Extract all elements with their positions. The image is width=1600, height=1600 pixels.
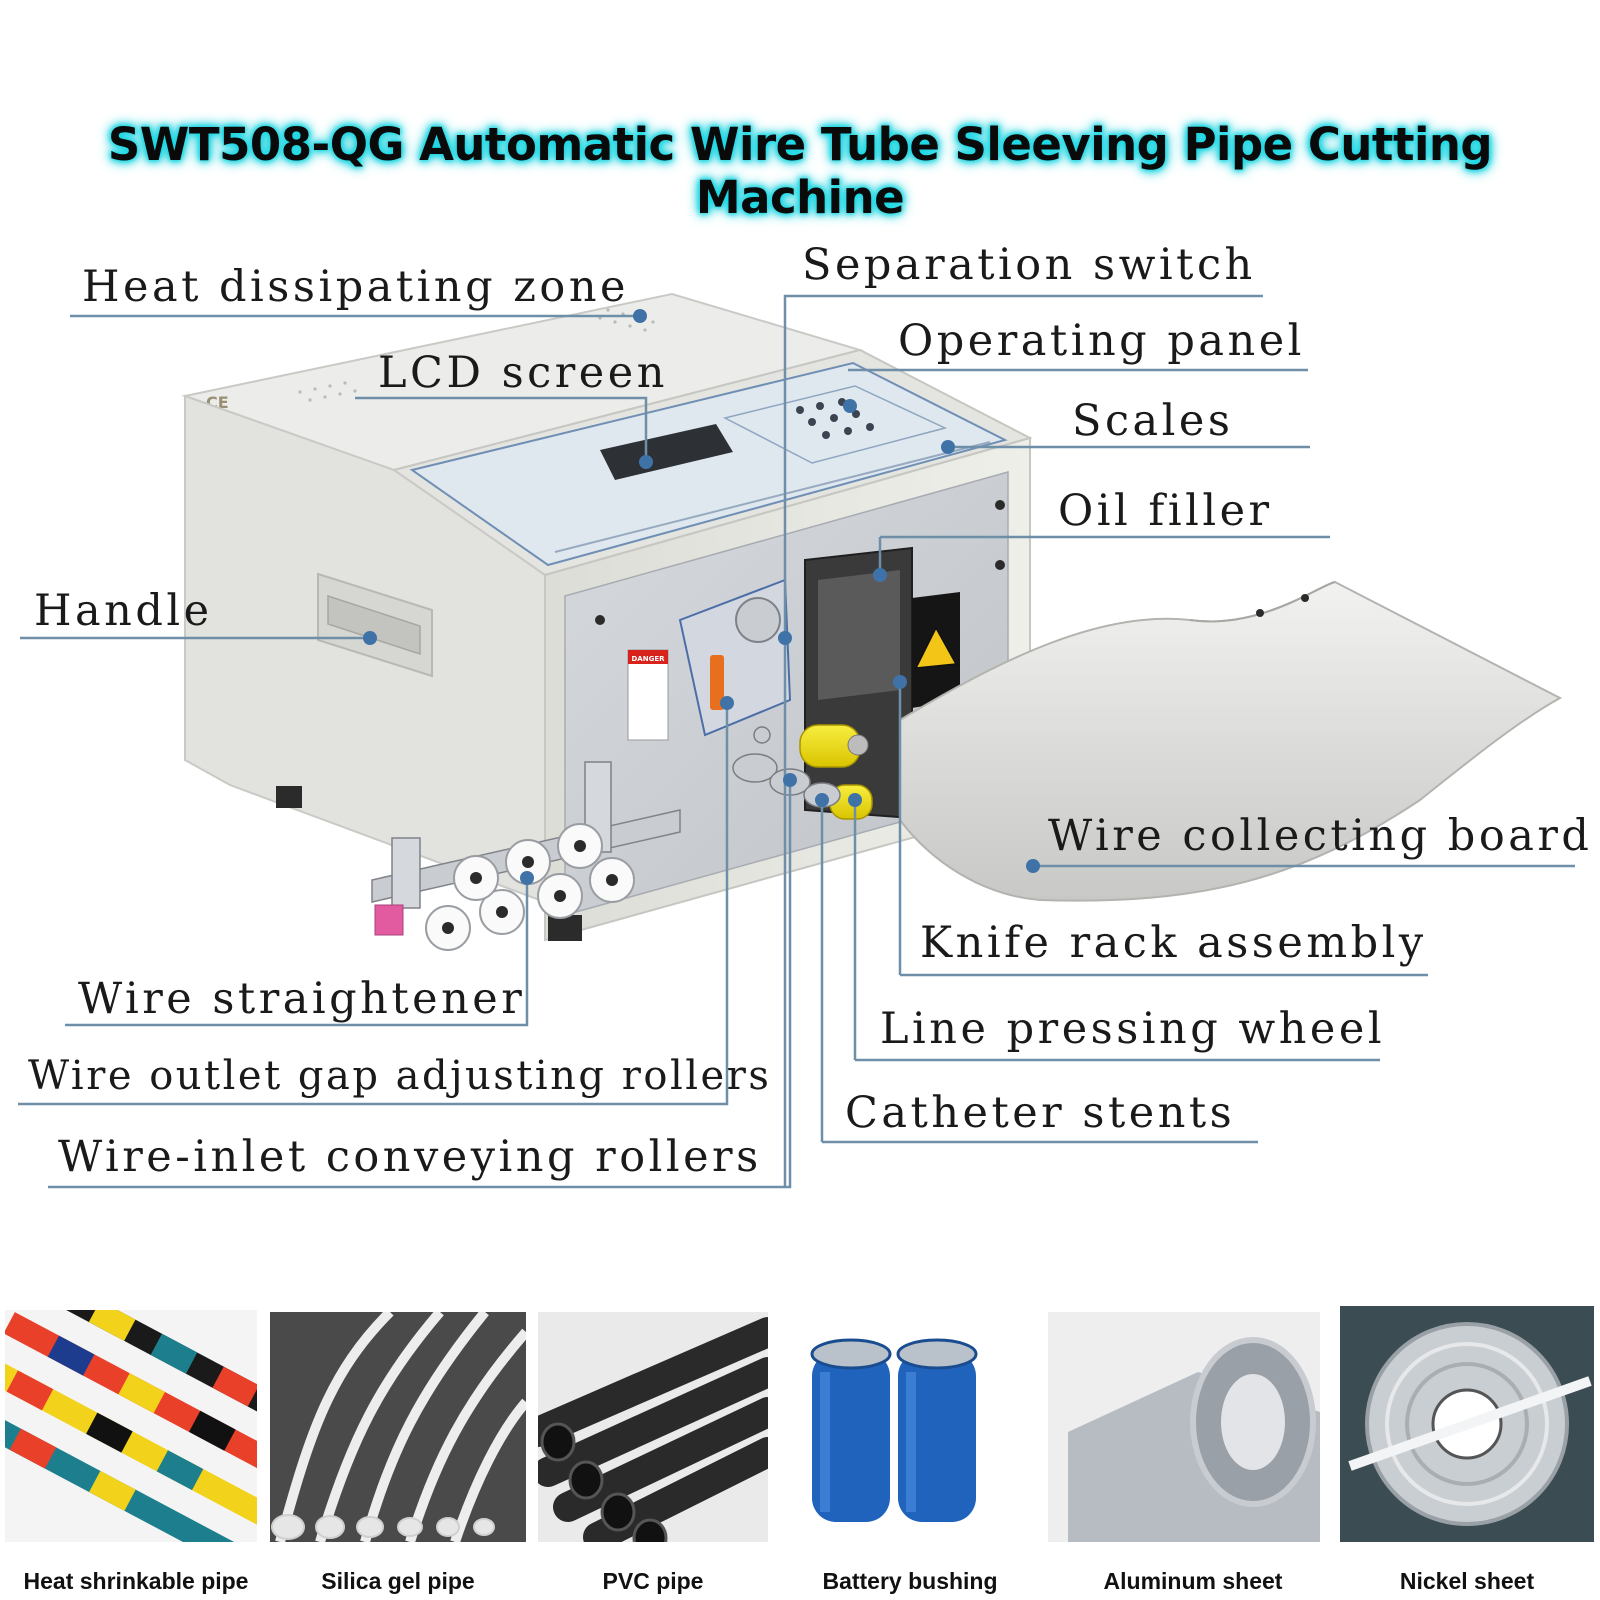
label-wire-collecting-board: Wire collecting board — [1048, 811, 1593, 861]
label-scales: Scales — [1072, 396, 1234, 446]
label-catheter-stents: Catheter stents — [845, 1088, 1236, 1138]
orange-toggle — [710, 655, 724, 710]
application-silica-gel-pipe-image — [270, 1312, 526, 1542]
tray-hole — [1301, 594, 1309, 602]
label-separation-switch: Separation switch — [802, 240, 1256, 290]
caption-heat-shrinkable-pipe: Heat shrinkable pipe — [23, 1568, 249, 1594]
caption-aluminum-sheet: Aluminum sheet — [1103, 1568, 1283, 1594]
label-knife-rack-assembly: Knife rack assembly — [920, 918, 1427, 968]
caption-pvc-pipe: PVC pipe — [602, 1568, 704, 1594]
label-line-pressing-wheel: Line pressing wheel — [880, 1004, 1386, 1054]
application-heat-shrinkable-pipe-image — [5, 1310, 257, 1542]
application-aluminum-sheet-image — [1048, 1312, 1320, 1542]
caption-nickel-sheet: Nickel sheet — [1399, 1568, 1535, 1594]
caption-battery-bushing: Battery bushing — [822, 1568, 998, 1594]
warning-triangle — [914, 626, 958, 669]
vent-holes — [298, 308, 655, 402]
application-battery-bushing-image — [790, 1312, 1020, 1542]
label-handle: Handle — [34, 586, 213, 636]
tray-edge — [1189, 581, 1336, 623]
label-heat-dissipating-zone: Heat dissipating zone — [82, 262, 629, 312]
application-pvc-pipe-image — [538, 1312, 768, 1542]
label-oil-filler: Oil filler — [1058, 486, 1273, 536]
danger-sticker-header — [628, 650, 668, 664]
label-lcd-screen: LCD screen — [378, 348, 668, 398]
wire-straightener — [371, 761, 681, 951]
caption-silica-gel-pipe: Silica gel pipe — [321, 1568, 475, 1594]
knife-block-front — [818, 570, 900, 700]
leader-lines — [18, 294, 1575, 1189]
keypad-area — [722, 385, 948, 464]
foot-left — [276, 786, 302, 808]
roller-axle — [847, 734, 869, 756]
tray-hole — [1256, 609, 1264, 617]
foot-front — [548, 915, 582, 941]
separation-knob — [735, 597, 781, 643]
page-title: SWT508-QG Automatic Wire Tube Sleeving P… — [107, 118, 1493, 224]
keypad-buttons — [796, 398, 874, 439]
wire-collecting-tray — [899, 580, 1563, 902]
label-wire-inlet-conveying-rollers: Wire-inlet conveying rollers — [58, 1132, 762, 1182]
scale-strip — [554, 441, 991, 553]
lcd-display — [600, 424, 733, 480]
handle-grip — [327, 594, 421, 656]
danger-sticker — [627, 649, 669, 741]
label-wire-outlet-gap-adjusting-rollers: Wire outlet gap adjusting rollers — [28, 1053, 772, 1099]
label-operating-panel: Operating panel — [898, 316, 1305, 366]
anchor-dots — [363, 309, 1040, 885]
application-nickel-sheet-image — [1340, 1306, 1594, 1542]
label-wire-straightener: Wire straightener — [78, 974, 526, 1024]
